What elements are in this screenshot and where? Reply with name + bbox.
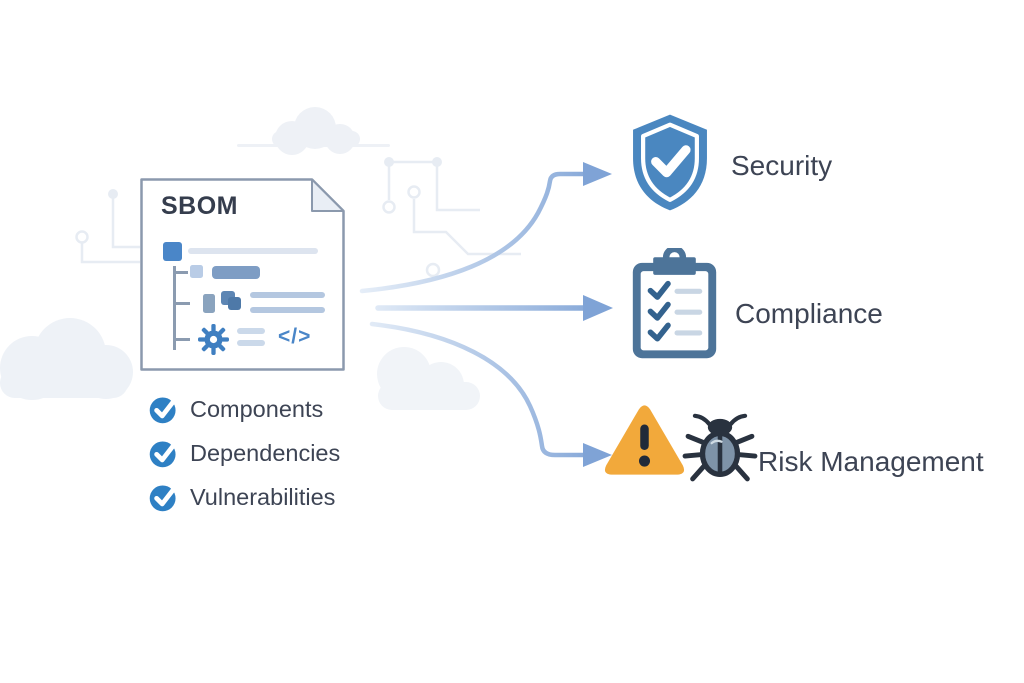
- shield-check-icon: [633, 114, 707, 211]
- warning-triangle-icon: [604, 405, 685, 475]
- checklist-item: Components: [148, 394, 340, 425]
- check-circle-icon: [149, 485, 177, 512]
- security-label: Security: [731, 150, 833, 181]
- tree-branch: [173, 302, 190, 305]
- package-icon: [228, 297, 241, 310]
- outcome-compliance: Compliance: [628, 248, 1008, 366]
- tree-branch: [173, 271, 188, 274]
- check-circle-icon: [149, 441, 177, 468]
- cloud-shape: [237, 107, 390, 155]
- checklist-item-label: Dependencies: [190, 440, 341, 466]
- tree-root-node: [163, 242, 182, 261]
- document-fold-corner: [311, 178, 345, 212]
- code-icon: </>: [278, 325, 312, 348]
- content-line: [237, 340, 265, 346]
- tree-node-block: [203, 294, 215, 313]
- content-line: [250, 292, 325, 298]
- check-circle-icon: [149, 397, 177, 424]
- tree-node-small: [190, 265, 203, 278]
- clipboard-checklist-icon: [632, 248, 717, 359]
- tree-line: [173, 266, 176, 350]
- gear-icon: [198, 324, 229, 355]
- tree-branch: [173, 338, 190, 341]
- content-line: [250, 307, 325, 313]
- sbom-title: SBOM: [161, 192, 238, 220]
- compliance-label: Compliance: [735, 298, 883, 329]
- cloud-shape: [377, 347, 480, 410]
- checklist-item: Dependencies: [148, 438, 340, 469]
- cloud-shape: [0, 318, 133, 400]
- sbom-document-card: SBOM: [140, 178, 345, 371]
- content-line: [237, 328, 265, 334]
- checklist: Components Dependencies Vulnerabilities: [148, 394, 340, 526]
- content-line: [188, 248, 318, 254]
- checklist-item-label: Vulnerabilities: [190, 484, 336, 510]
- tree-node-bar: [212, 266, 260, 279]
- bug-icon: [682, 413, 758, 482]
- risk-management-label: Risk Management: [758, 446, 984, 477]
- outcome-risk-management: Risk Management: [602, 398, 1022, 493]
- checklist-item: Vulnerabilities: [148, 482, 340, 513]
- checklist-item-label: Components: [190, 396, 324, 422]
- outcome-security: Security: [628, 112, 988, 217]
